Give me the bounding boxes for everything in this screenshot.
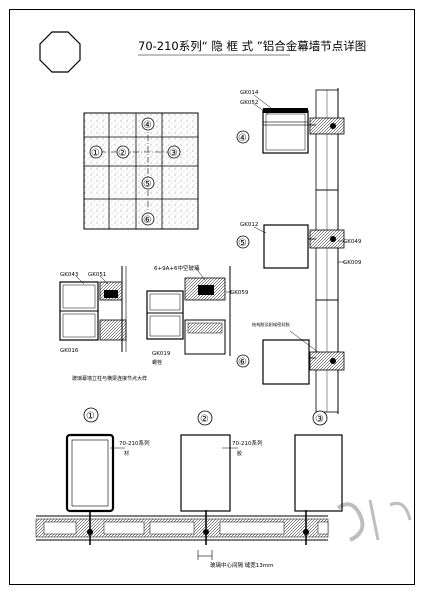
vertical-section-strip (309, 88, 345, 414)
label-profile-a-sub: 材 (124, 450, 129, 457)
note-bolt: 螺栓 (152, 359, 162, 366)
elevation-grid: ① ② ③ ④ ⑤ ⑥ (83, 112, 199, 230)
grid-marker-2: ② (118, 148, 127, 159)
elevation-detail-1: ① 70-210系列 材 (65, 407, 150, 513)
part-gk009: GK009 (343, 260, 362, 266)
section-marker-4: ④ (238, 133, 247, 144)
part-gk059: GK059 (230, 290, 249, 296)
section-detail-6: ⑥ 结构胶及耐候密封胶 (236, 321, 319, 385)
drawing-title: 70-210系列“ 隐 框 式 ”铝合金幕墙节点详图 (138, 39, 366, 53)
part-gk014: GK014 (240, 90, 259, 96)
note-bottom-dim: 玻璃中心间隔 缝宽13mm (210, 561, 273, 569)
grid-marker-4: ④ (143, 120, 152, 131)
grid-marker-6: ⑥ (143, 215, 152, 226)
elevation-detail-3: ③ (294, 410, 343, 512)
part-gk019: GK019 (152, 351, 171, 357)
part-gk049: GK049 (343, 239, 362, 245)
section-marker-5: ⑤ (238, 238, 247, 249)
octagon-symbol (39, 31, 81, 73)
label-profile-a: 70-210系列 (119, 439, 150, 447)
elevation-detail-2: ② 70-210系列 胶 (180, 410, 263, 512)
label-profile-b-sub: 胶 (237, 450, 242, 457)
joint-detail-right: 6+9A+6中空玻璃 GK059 GK019 螺栓 (146, 264, 249, 366)
joint-detail-left: GK043 GK051 GK016 (59, 266, 127, 354)
elevation-marker-1: ① (86, 411, 95, 422)
part-gk052: GK052 (240, 100, 258, 106)
grid-marker-5: ⑤ (143, 179, 152, 190)
part-gk016: GK016 (60, 348, 79, 354)
elevation-marker-3: ③ (315, 414, 324, 425)
part-gk043: GK043 (60, 272, 79, 278)
section-detail-5: ⑤ GK012 GK049 GK009 (236, 222, 362, 269)
grid-marker-1: ① (91, 148, 100, 159)
grid-marker-3: ③ (169, 148, 178, 159)
watermark-mark (336, 499, 412, 542)
drawing-border (9, 9, 415, 585)
caption-left: 玻璃幕墙立柱与横梁连接节点大样 (72, 375, 147, 382)
part-gk051: GK051 (88, 272, 106, 278)
section-marker-6: ⑥ (238, 357, 247, 368)
bottom-elevation-row (35, 510, 329, 545)
section-detail-4: ④ GK014 GK052 (236, 90, 316, 154)
label-profile-b: 70-210系列 (232, 439, 263, 447)
elevation-marker-2: ② (200, 414, 209, 425)
part-gk012: GK012 (240, 222, 258, 228)
note-glass-spec: 6+9A+6中空玻璃 (154, 264, 200, 272)
note-sealant: 结构胶及耐候密封胶 (252, 321, 290, 328)
